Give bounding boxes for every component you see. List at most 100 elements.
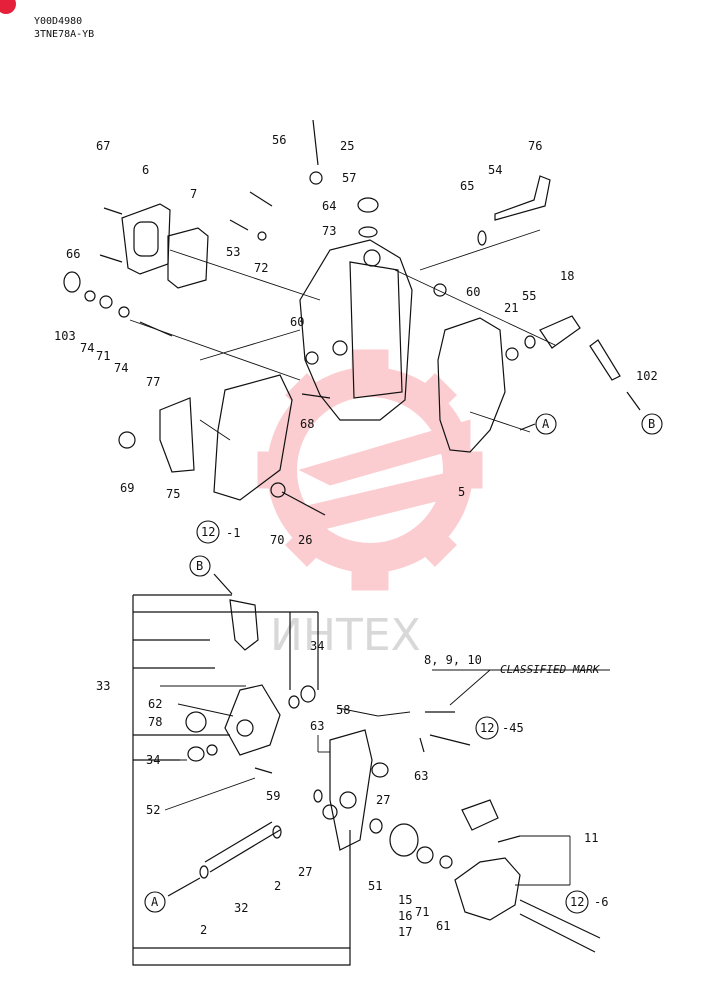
part-number: 103 bbox=[54, 329, 76, 343]
watermark-text: ИНТЕХ bbox=[270, 610, 421, 661]
part-number: 58 bbox=[336, 703, 350, 717]
part-number: 33 bbox=[96, 679, 110, 693]
part-number: 11 bbox=[584, 831, 598, 845]
ref-a-label: A bbox=[151, 895, 159, 909]
housing-port bbox=[363, 249, 381, 267]
part-gasket-large bbox=[437, 317, 506, 453]
washer-72 bbox=[257, 231, 267, 241]
leader-lines bbox=[160, 669, 610, 886]
part-gasket-small bbox=[167, 227, 209, 289]
pin-11 bbox=[497, 835, 521, 843]
bolt-56 bbox=[249, 191, 273, 207]
ref-12-label: 12 bbox=[201, 525, 215, 539]
part-number: 56 bbox=[272, 133, 286, 147]
part-number: 69 bbox=[120, 481, 134, 495]
ref-circles: A B B A 12 12 12 bbox=[144, 413, 663, 914]
spring-52 bbox=[254, 767, 273, 774]
sleeve-block bbox=[461, 799, 499, 831]
ref-12-label: 12 bbox=[570, 895, 584, 909]
part-number: 76 bbox=[528, 139, 542, 153]
watermark-gear-tooth bbox=[285, 523, 329, 567]
part-number: 68 bbox=[300, 417, 314, 431]
assembly-lines bbox=[129, 229, 556, 441]
leader-line bbox=[177, 703, 234, 717]
ref-12-top: 12 bbox=[196, 520, 220, 544]
part-plate bbox=[121, 203, 171, 275]
bolt-67 bbox=[103, 207, 123, 215]
ref-circle bbox=[196, 520, 220, 544]
part-number: 63 bbox=[310, 719, 324, 733]
part-number: 73 bbox=[322, 224, 336, 238]
part-number: -45 bbox=[502, 721, 524, 735]
shaft-6-edge bbox=[519, 913, 596, 953]
part-number: 26 bbox=[298, 533, 312, 547]
nut-71 bbox=[99, 295, 113, 309]
lever-76 bbox=[494, 175, 551, 221]
shaft-32 bbox=[209, 829, 281, 873]
bracket-line bbox=[132, 595, 351, 966]
part-number: 16 bbox=[398, 909, 412, 923]
housing-gasket-face bbox=[349, 261, 403, 399]
washer-34b bbox=[187, 746, 205, 762]
bush-b bbox=[206, 744, 218, 756]
part-number: 52 bbox=[146, 803, 160, 817]
part-number: 27 bbox=[298, 865, 312, 879]
housing-boss bbox=[332, 340, 348, 356]
part-number: 75 bbox=[166, 487, 180, 501]
part-number: 51 bbox=[368, 879, 382, 893]
part-number: 7 bbox=[190, 187, 197, 201]
ref-b-top: B bbox=[641, 413, 663, 435]
part-number: 5 bbox=[458, 485, 465, 499]
spring-102 bbox=[589, 339, 621, 381]
part-number: 64 bbox=[322, 199, 336, 213]
part-number: 2 bbox=[200, 923, 207, 937]
watermark-bolt bbox=[288, 469, 462, 531]
part-number: 53 bbox=[226, 245, 240, 259]
part-number: 62 bbox=[148, 697, 162, 711]
washer-61 bbox=[439, 855, 453, 869]
part-number: 63 bbox=[414, 769, 428, 783]
adjuster-18 bbox=[539, 315, 581, 349]
leader-line bbox=[337, 707, 379, 717]
nut-69 bbox=[118, 431, 136, 449]
watermark-gear-tooth bbox=[351, 349, 389, 385]
top-assembly bbox=[63, 119, 621, 516]
washer-27 bbox=[322, 804, 338, 820]
part-number: 27 bbox=[376, 793, 390, 807]
part-number: 21 bbox=[504, 301, 518, 315]
part-number: 17 bbox=[398, 925, 412, 939]
part-number: 2 bbox=[274, 879, 281, 893]
nut-71-bottom bbox=[416, 846, 434, 864]
ref-circle bbox=[144, 891, 166, 913]
ref-12-mid: 12 bbox=[475, 716, 499, 740]
part-number: 60 bbox=[290, 315, 304, 329]
part-number: 54 bbox=[488, 163, 502, 177]
governor-lever bbox=[224, 684, 281, 756]
part-number: 66 bbox=[66, 247, 80, 261]
part-number: 6 bbox=[142, 163, 149, 177]
stud-25 bbox=[312, 119, 319, 166]
ref-circle bbox=[535, 413, 557, 435]
bolt-66 bbox=[99, 254, 123, 263]
part-number: 71 bbox=[96, 349, 110, 363]
part-number: 60 bbox=[466, 285, 480, 299]
assembly-line bbox=[199, 419, 231, 441]
part-bracket bbox=[159, 397, 195, 473]
part-number: 102 bbox=[636, 369, 658, 383]
washer-34 bbox=[300, 685, 316, 703]
bolt-68 bbox=[301, 393, 331, 399]
arrow-b-bottom bbox=[213, 573, 233, 595]
fork-lever bbox=[329, 729, 373, 851]
part-number: 72 bbox=[254, 261, 268, 275]
arrow-a-bottom bbox=[167, 877, 201, 897]
side-cover bbox=[213, 374, 293, 501]
weight-holder bbox=[454, 857, 521, 921]
watermark-gear-tooth bbox=[413, 523, 457, 567]
part-number: 65 bbox=[460, 179, 474, 193]
ref-circle bbox=[475, 716, 499, 740]
part-number: 34 bbox=[146, 753, 160, 767]
part-number: 18 bbox=[560, 269, 574, 283]
watermark-gear-ring bbox=[267, 367, 473, 573]
watermark-bolt bbox=[298, 419, 471, 486]
arrow-b-top bbox=[626, 391, 641, 411]
